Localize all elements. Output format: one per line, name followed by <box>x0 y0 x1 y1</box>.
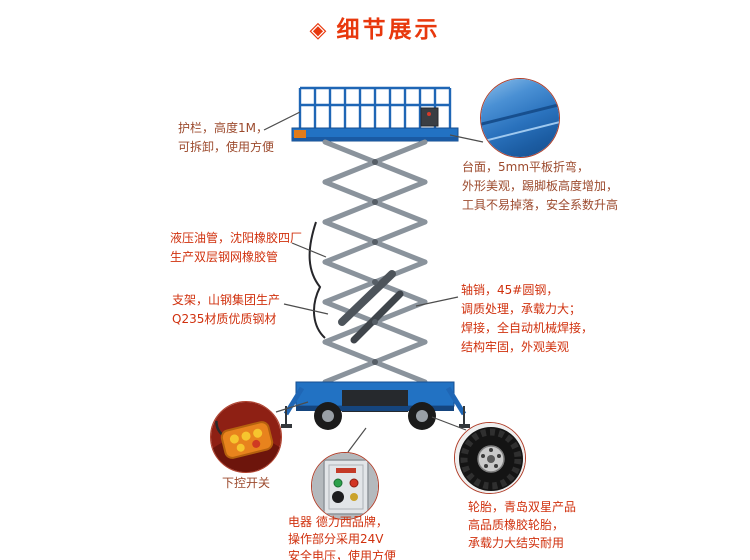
note-line: Q235材质优质钢材 <box>172 312 277 326</box>
note-line: 高品质橡胶轮胎， <box>468 518 565 532</box>
note-line: 操作部分采用24V <box>288 532 384 546</box>
note-line: 护栏，高度1M， <box>178 121 268 135</box>
note-line: 液压油管，沈阳橡胶四厂 <box>170 231 303 245</box>
note-line: 轴销，45#圆钢， <box>461 283 559 297</box>
remote-control-photo <box>211 402 281 472</box>
note-line: 下控开关 <box>221 476 270 490</box>
wheel-callout <box>454 422 526 494</box>
note-line: 焊接，全自动机械焊接， <box>461 321 594 335</box>
note-line: 工具不易掉落，安全系数升高 <box>462 198 619 212</box>
note-line: 承载力大结实耐用 <box>468 536 565 550</box>
axle-note: 轴销，45#圆钢， 调质处理，承载力大； 焊接，全自动机械焊接， 结构牢固，外观… <box>461 281 593 357</box>
control-box-callout <box>311 452 379 520</box>
guardrail-note: 护栏，高度1M， 可拆卸，使用方便 <box>178 119 274 157</box>
note-line: 安全电压，使用方便 <box>288 549 397 560</box>
platform-surface-callout <box>480 78 560 158</box>
note-line: 电器 德力西品牌， <box>288 515 388 529</box>
note-line: 调质处理，承载力大； <box>461 302 582 316</box>
page-title: ◈ 细节展示 <box>0 10 750 44</box>
tire-note: 轮胎，青岛双星产品 高品质橡胶轮胎， 承载力大结实耐用 <box>468 498 576 552</box>
control-box-photo <box>312 453 378 519</box>
platform-note: 台面，5mm平板折弯， 外形美观，踢脚板高度增加， 工具不易掉落，安全系数升高 <box>462 158 618 215</box>
page-title-text: 细节展示 <box>336 17 441 43</box>
scissor-lift-illustration <box>281 86 470 430</box>
frame-note: 支架，山钢集团生产 Q235材质优质钢材 <box>172 291 280 329</box>
remote-label: 下控开关 <box>210 474 282 493</box>
note-line: 支架，山钢集团生产 <box>172 293 281 307</box>
electric-note: 电器 德力西品牌， 操作部分采用24V 安全电压，使用方便 <box>288 514 396 560</box>
platform-surface-photo <box>481 79 559 157</box>
note-line: 结构牢固，外观美观 <box>461 340 570 354</box>
note-line: 轮胎，青岛双星产品 <box>468 500 577 514</box>
note-line: 生产双层钢网橡胶管 <box>170 250 279 264</box>
wheel-photo <box>455 423 525 493</box>
remote-control-callout <box>210 401 282 473</box>
note-line: 可拆卸，使用方便 <box>178 140 275 154</box>
hose-note: 液压油管，沈阳橡胶四厂 生产双层钢网橡胶管 <box>170 229 302 267</box>
diamond-icon: ◈ <box>309 18 327 43</box>
note-line: 台面，5mm平板折弯， <box>462 160 590 174</box>
note-line: 外形美观，踢脚板高度增加， <box>462 179 619 193</box>
